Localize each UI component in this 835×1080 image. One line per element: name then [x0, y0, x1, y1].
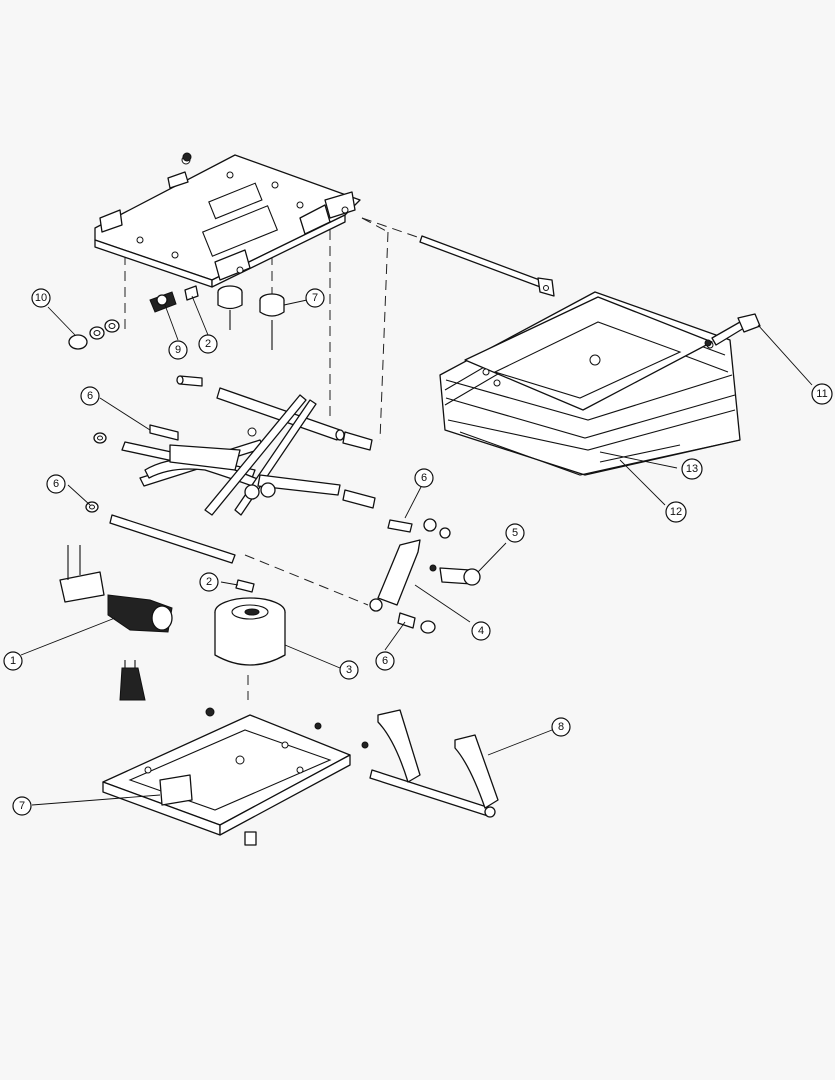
callout-4-label: 4 [478, 625, 484, 637]
callout-7: 7 [305, 288, 325, 308]
callout-6: 6 [46, 474, 66, 494]
callout-7-label: 7 [312, 292, 318, 304]
callout-2: 2 [198, 334, 218, 354]
callout-3: 3 [339, 660, 359, 680]
callout-13: 13 [681, 458, 703, 480]
assembly-guide-lines [124, 217, 421, 700]
callout-6: 6 [414, 468, 434, 488]
callout-9: 9 [168, 340, 188, 360]
callout-4: 4 [471, 621, 491, 641]
callout-5-label: 5 [512, 527, 518, 539]
scissor-frame [85, 375, 376, 564]
callouts: 10 9 2 7 11 6 6 6 13 12 5 2 4 1 6 3 8 7 [3, 288, 833, 816]
callout-6-label: 6 [53, 478, 59, 490]
base-plate [102, 707, 369, 846]
callout-5: 5 [505, 523, 525, 543]
callout-6-label: 6 [421, 472, 427, 484]
handle-bar [369, 709, 499, 818]
callout-8: 8 [551, 717, 571, 737]
callout-6-label: 6 [87, 390, 93, 402]
callout-8-label: 8 [558, 721, 564, 733]
callout-11-label: 11 [816, 388, 827, 400]
bumper-cylinder [214, 579, 286, 666]
callout-7-label: 7 [19, 800, 25, 812]
callout-1-label: 1 [10, 655, 16, 667]
callout-11: 11 [811, 383, 833, 405]
callout-12-label: 12 [670, 506, 682, 518]
callout-10: 10 [31, 288, 51, 308]
callout-3-label: 3 [346, 664, 352, 676]
callout-2-label: 2 [205, 338, 211, 350]
upper-mounting-plate [94, 154, 361, 288]
callout-2-label: 2 [206, 576, 212, 588]
leader-lines [20, 295, 813, 806]
callout-6-label: 6 [382, 655, 388, 667]
callout-7: 7 [12, 796, 32, 816]
shock-absorber [369, 518, 481, 634]
callout-6: 6 [375, 651, 395, 671]
callout-1: 1 [3, 651, 23, 671]
callout-13-label: 13 [686, 463, 698, 475]
callout-10-label: 10 [35, 292, 47, 304]
callout-6: 6 [80, 386, 100, 406]
callout-9-label: 9 [175, 344, 181, 356]
callout-2: 2 [199, 572, 219, 592]
long-rod [419, 235, 555, 297]
adjuster-knob [704, 313, 761, 347]
bellows-boot [439, 291, 741, 476]
callout-12: 12 [665, 501, 687, 523]
pump-assembly [59, 545, 173, 701]
hardware-cluster-top [68, 152, 285, 350]
